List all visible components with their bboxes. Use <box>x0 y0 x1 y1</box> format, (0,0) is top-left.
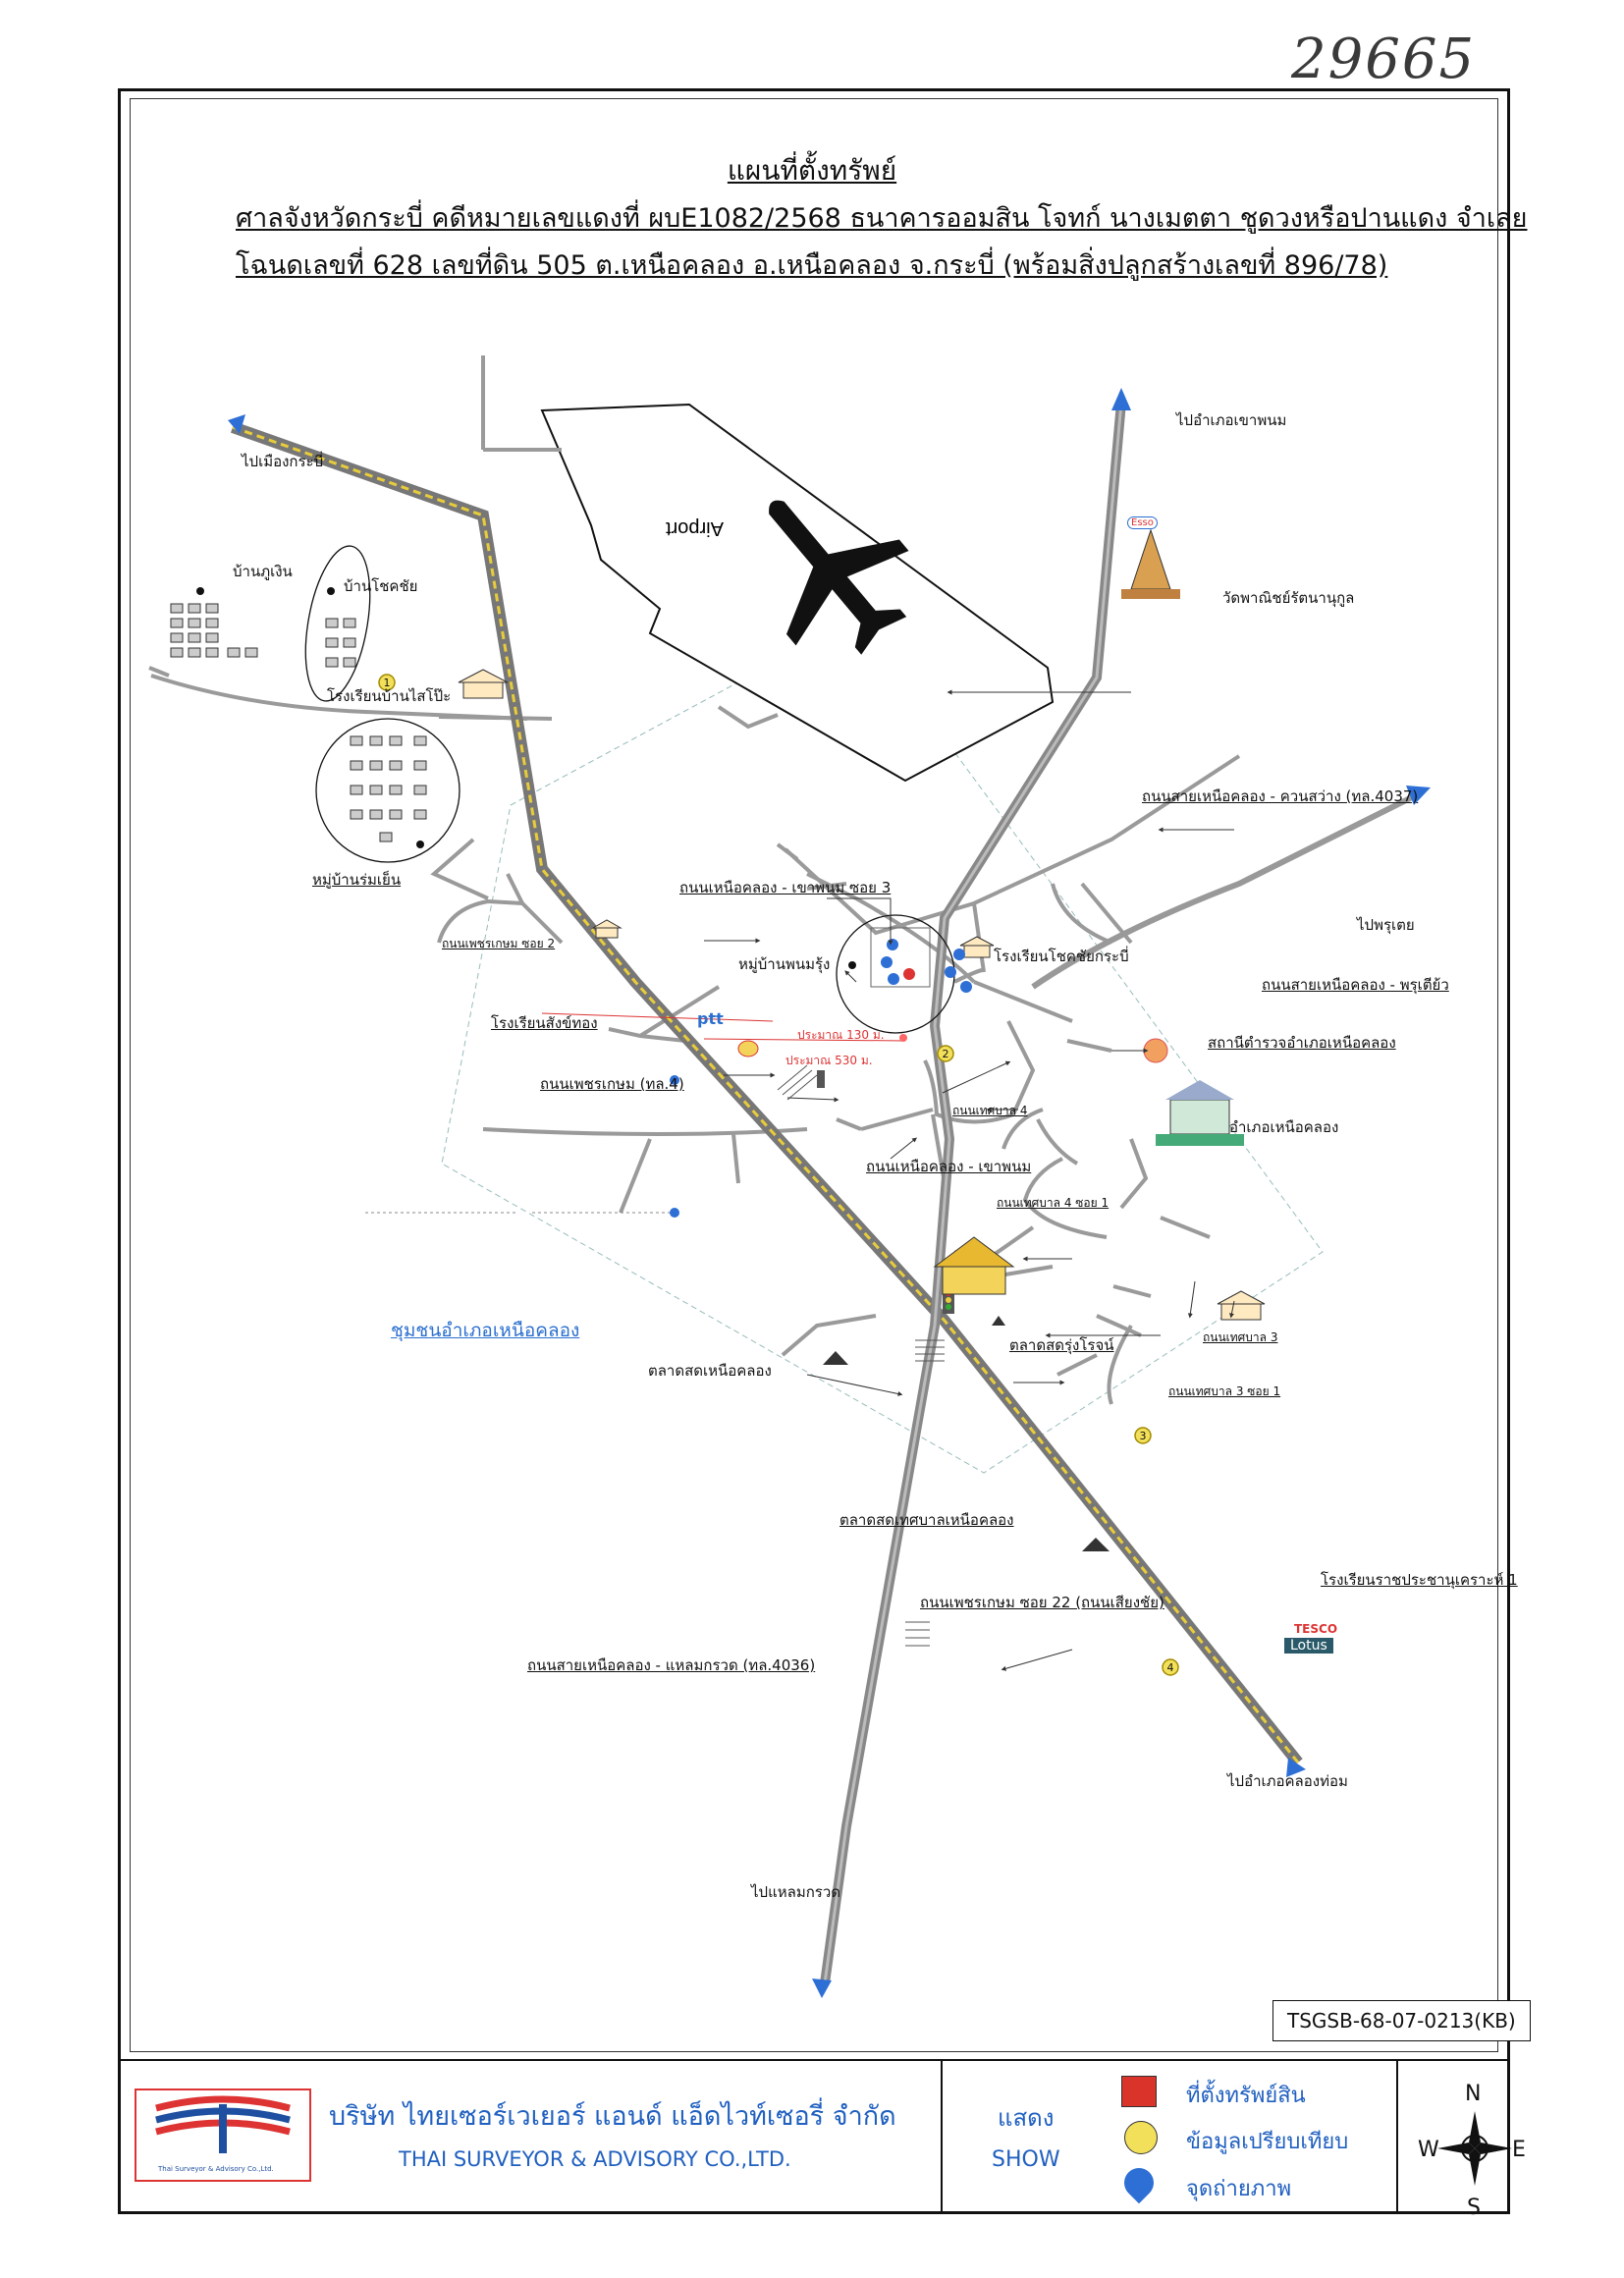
label-thetsaban-3: ถนนเทศบาล 3 <box>1203 1330 1278 1344</box>
label-market-rung-rot: ตลาดสดรุ่งโรจน์ <box>1009 1336 1114 1354</box>
label-phetkasem-4: ถนนเพชรเกษม (ทล.4) <box>540 1075 684 1093</box>
shell-icon <box>737 1040 759 1058</box>
label-road-4036: ถนนสายเหนือคลอง - แหลมกรวด (ทล.4036) <box>527 1656 816 1674</box>
map-frame <box>130 98 1498 2052</box>
compass-south: S <box>1467 2196 1481 2220</box>
case-line: ศาลจังหวัดกระบี่ คดีหมายเลขแดงที่ ผบE108… <box>236 203 1528 234</box>
tesco-logo: TESCO <box>1294 1622 1338 1636</box>
label-amphoe: อำเภอเหนือคลอง <box>1229 1118 1339 1136</box>
house-icons <box>170 603 427 842</box>
label-ban-chok-chai: บ้านโชคชัย <box>344 577 418 595</box>
label-thetsaban-3-soi1: ถนนเทศบาล 3 ซอย 1 <box>1168 1384 1281 1398</box>
label-thetsaban-4-soi1: ถนนเทศบาล 4 ซอย 1 <box>997 1196 1110 1210</box>
footer <box>121 2059 1507 2213</box>
label-road-phru-tiao: ถนนสายเหนือคลอง - พรุเตีย้ว <box>1262 976 1449 994</box>
map-title: แผนที่ตั้งทรัพย์ <box>727 154 897 187</box>
footer-divider <box>1396 2059 1398 2211</box>
airplane-icon <box>769 500 909 655</box>
market-icons <box>823 1316 1110 1551</box>
compass-east: E <box>1512 2138 1526 2162</box>
compass-west: W <box>1418 2138 1439 2162</box>
label-dist-130: ประมาณ 130 ม. <box>797 1028 885 1042</box>
label-road-4037: ถนนสายเหนือคลอง - ควนสว่าง (ทล.4037) <box>1142 787 1419 805</box>
compass-icon <box>1437 2111 1512 2186</box>
label-school-chokchai: โรงเรียนโชคชัยกระบี่ <box>994 948 1129 965</box>
legend-title-english: SHOW <box>992 2147 1060 2172</box>
police-icon <box>1143 1038 1168 1063</box>
label-soi3: ถนนเหนือคลอง - เขาพนม ซอย 3 <box>679 879 892 896</box>
lotus-logo: Lotus <box>1284 1638 1333 1654</box>
comparable-markers <box>378 674 1179 1676</box>
label-thetsaban-4: ถนนเทศบาล 4 <box>952 1104 1028 1117</box>
label-road-khao-phanom: ถนนเหนือคลอง - เขาพนม <box>866 1158 1032 1175</box>
svg-text:1: 1 <box>384 677 391 689</box>
handwritten-number: 29665 <box>1291 27 1477 91</box>
amphoe-office-icon <box>1156 1080 1244 1146</box>
label-to-phru-tiao: ไปพรุเตย <box>1357 916 1415 934</box>
airport-area <box>540 403 1055 783</box>
legend-property-label: ที่ตั้งทรัพย์สิน <box>1186 2084 1306 2108</box>
label-school-sang-thong: โรงเรียนสังข์ทอง <box>491 1014 598 1032</box>
label-to-khao-phanom: ไปอำเภอเขาพนม <box>1176 411 1287 429</box>
temple-icon <box>1121 528 1180 599</box>
reference-code: TSGSB-68-07-0213(KB) <box>1272 2000 1531 2041</box>
label-to-khlong-thom: ไปอำเภอคลองท่อม <box>1227 1772 1348 1790</box>
ptt-logo: ptt <box>697 1009 724 1028</box>
label-community: ชุมชนอำเภอเหนือคลอง <box>391 1320 580 1341</box>
road-phru-tiao <box>1031 792 1418 990</box>
label-school-ban-sai-po: โรงเรียนบ้านไสโป๊ะ <box>327 687 452 705</box>
label-dist-530: ประมาณ 530 ม. <box>785 1054 873 1067</box>
village-dots <box>196 587 856 1085</box>
label-market-nuea-khlong: ตลาดสดเหนือคลอง <box>648 1362 772 1380</box>
flag-icon <box>155 2095 291 2153</box>
svg-text:2: 2 <box>943 1048 949 1060</box>
subject-marker <box>903 968 915 980</box>
legend-comparable-label: ข้อมูลเปรียบเทียบ <box>1186 2130 1349 2154</box>
legend-comparable-swatch <box>1124 2121 1158 2154</box>
subject-parcel <box>870 927 931 988</box>
label-moo-ban-phanom-rung: หมู่บ้านพนมรุ้ง <box>738 955 831 973</box>
deed-line: โฉนดเลขที่ 628 เลขที่ดิน 505 ต.เหนือคลอง… <box>236 250 1388 281</box>
label-to-laem-kruat: ไปแหลมกรวด <box>751 1883 841 1901</box>
label-to-krabi: ไปเมืองกระบี่ <box>242 453 324 470</box>
pedestrian-crossings <box>777 1064 945 1647</box>
legend-property-swatch <box>1121 2076 1157 2107</box>
label-school-rat: โรงเรียนราชประชานุเคราะห์ 1 <box>1321 1571 1518 1589</box>
legend-title-thai: แสดง <box>998 2104 1055 2132</box>
location-map: Airport <box>148 355 1431 1998</box>
airport-label: Airport <box>666 517 724 539</box>
legend-photo-label: จุดถ่ายภาพ <box>1186 2177 1292 2201</box>
compass-north: N <box>1465 2082 1482 2106</box>
label-phetkasem-soi2: ถนนเพชรเกษม ซอย 2 <box>442 937 556 950</box>
leader-lines <box>704 689 1235 1671</box>
company-logo: Thai Surveyor & Advisory Co.,Ltd. <box>135 2088 311 2182</box>
label-phetkasem-soi22: ถนนเพชรเกษม ซอย 22 (ถนนเสียงชัย) <box>920 1594 1164 1611</box>
label-market-thetsaban: ตลาดสดเทศบาลเหนือคลอง <box>839 1511 1014 1529</box>
page-frame <box>118 88 1510 2214</box>
label-moo-ban-rom-yen: หมู่บ้านร่มเย็น <box>312 871 402 889</box>
logo-caption: Thai Surveyor & Advisory Co.,Ltd. <box>158 2165 274 2173</box>
label-police: สถานีตำรวจอำเภอเหนือคลอง <box>1208 1034 1396 1052</box>
label-ban-phu-ngoen: บ้านภูเงิน <box>233 563 293 580</box>
company-name-thai: บริษัท ไทยเซอร์เวเยอร์ แอนด์ แอ็ดไวท์เซอ… <box>329 2101 896 2132</box>
company-name-english: THAI SURVEYOR & ADVISORY CO.,LTD. <box>399 2147 791 2171</box>
distance-lines <box>541 1012 906 1042</box>
direction-arrows <box>228 388 1431 1998</box>
label-wat: วัดพาณิชย์รัตนานุกูล <box>1222 589 1355 607</box>
main-road-phetkasem <box>231 421 1303 1766</box>
svg-text:4: 4 <box>1167 1661 1174 1674</box>
svg-text:3: 3 <box>1140 1430 1147 1442</box>
footer-divider <box>941 2059 943 2211</box>
esso-logo: Esso <box>1127 516 1158 529</box>
main-road-4037 <box>820 402 1126 1984</box>
house-property-icon <box>933 1236 1015 1295</box>
